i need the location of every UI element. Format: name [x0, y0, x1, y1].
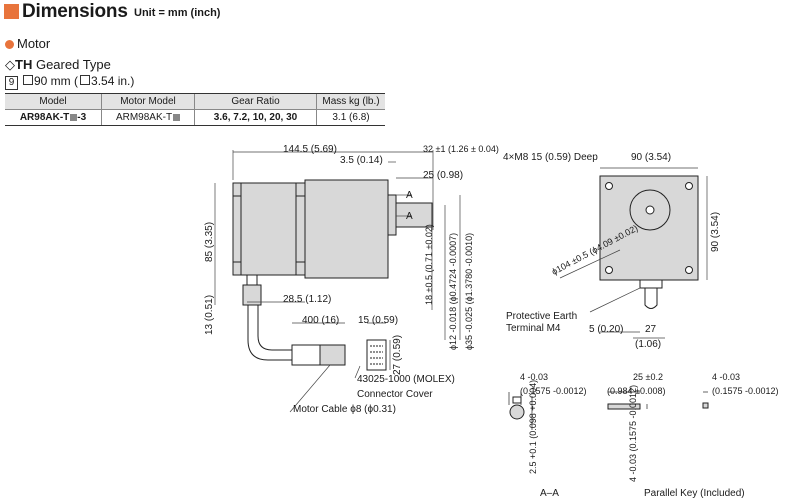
dim-90-v: 90 (3.54) [710, 211, 721, 252]
dim-85: 85 (3.35) [204, 221, 215, 262]
placeholder-box-icon [70, 114, 78, 121]
dim-28-5: 28.5 (1.12) [283, 294, 332, 305]
protective-earth: Protective Earth [506, 311, 578, 322]
cell-motor-model: ARM98AK-T [101, 109, 195, 126]
col-motor-model: Motor Model [101, 93, 195, 110]
dim-27-v: 27 (0.59) [392, 334, 403, 375]
frame-size-mm: 90 mm ( [34, 74, 79, 88]
type-rest: Geared Type [32, 57, 111, 72]
dim-90-h: 90 (3.54) [631, 152, 672, 163]
page-title: Dimensions [22, 1, 128, 22]
dim-phi35: ϕ35 -0.025 (ϕ1.3780 -0.0010) [464, 232, 474, 350]
dim-27: 27 [645, 324, 657, 335]
key-dim-25-in: (0.984 ±0.008) [607, 386, 666, 396]
cell-mass: 3.1 (6.8) [316, 109, 385, 126]
motor-body [232, 182, 306, 276]
square-icon [23, 75, 33, 85]
square-icon [80, 75, 91, 85]
key-dim-4b-in: (0.1575 -0.0012) [712, 386, 779, 396]
dim-15: 15 (0.59) [358, 315, 399, 326]
dim-5: 5 (0.20) [589, 324, 624, 335]
key-dim-2-5: 2.5 +0.1 (0.098 +0.004) [528, 379, 538, 474]
frame-size-number: 9 [5, 76, 18, 90]
key-dim-25: 25 ±0.2 [633, 372, 663, 382]
col-model: Model [5, 93, 102, 110]
header-accent-square [4, 4, 19, 19]
col-gear-ratio: Gear Ratio [194, 93, 317, 110]
caption-section-aa: A–A [540, 488, 559, 499]
key-dim-4b: 4 -0.03 [712, 372, 741, 382]
section-mark-a-top: A [406, 190, 413, 201]
side-view [232, 179, 433, 371]
dim-400: 400 (16) [302, 315, 340, 326]
section-aa [508, 392, 533, 430]
dim-3-5: 3.5 (0.14) [340, 155, 383, 166]
output-shaft [395, 202, 433, 228]
unit-label: Unit = mm (inch) [134, 7, 221, 19]
dim-25: 25 (0.98) [423, 170, 464, 181]
dim-144-5: 144.5 (5.69) [283, 144, 337, 155]
dim-32: 32 ±1 (1.26 ± 0.04) [423, 144, 499, 154]
terminal-m4: Terminal M4 [506, 323, 561, 334]
connector-model: 43025-1000 (MOLEX) [357, 374, 455, 385]
type-line: ◇TH Geared Type [5, 57, 111, 73]
dim-m8: 4×M8 15 (0.59) Deep [503, 152, 598, 163]
section-mark-a-bottom: A [406, 211, 413, 222]
connector-cover: Connector Cover [357, 389, 433, 400]
frame-size-in: 3.54 in.) [91, 74, 135, 88]
spec-table-header: Model Motor Model Gear Ratio Mass kg (lb… [5, 93, 385, 110]
spec-table: Model Motor Model Gear Ratio Mass kg (lb… [5, 93, 385, 126]
flange-square [599, 175, 699, 281]
section-label: Motor [17, 36, 51, 51]
dimension-lines [214, 150, 461, 413]
pilot [387, 194, 397, 236]
key-dim-4a: 4 -0.03 [520, 372, 549, 382]
frame-size-line: 9 90 mm ( 3.54 in.) [5, 74, 134, 90]
parallel-key [607, 391, 709, 410]
type-bold: TH [15, 57, 33, 72]
table-row: AR98AK-T-3 ARM98AK-T 3.6, 7.2, 10, 20, 3… [5, 109, 385, 126]
gearhead-body [304, 179, 389, 279]
dim-18: 18 ±0.5 (0.71 ±0.02) [424, 224, 434, 305]
key-dim-4a-in: (0.1575 -0.0012) [520, 386, 587, 396]
caption-parallel-key: Parallel Key (Included) [644, 488, 745, 499]
front-view [599, 175, 699, 309]
cell-gear-ratio: 3.6, 7.2, 10, 20, 30 [194, 109, 317, 126]
diamond-icon: ◇ [5, 57, 15, 72]
motor-cable: Motor Cable ϕ8 (ϕ0.31) [293, 404, 396, 415]
section-bullet-icon [5, 40, 14, 49]
col-mass: Mass kg (lb.) [316, 93, 385, 110]
placeholder-box-icon [173, 114, 181, 121]
dim-phi12: ϕ12 -0.018 (ϕ0.4724 -0.0007) [448, 232, 458, 350]
key-dim-4c: 4 -0.03 (0.1575 -0.0012) [628, 384, 638, 482]
cell-model: AR98AK-T-3 [5, 109, 102, 126]
pilot-circle [629, 189, 671, 231]
dim-1-06: (1.06) [635, 339, 662, 350]
dim-13: 13 (0.51) [204, 294, 215, 335]
